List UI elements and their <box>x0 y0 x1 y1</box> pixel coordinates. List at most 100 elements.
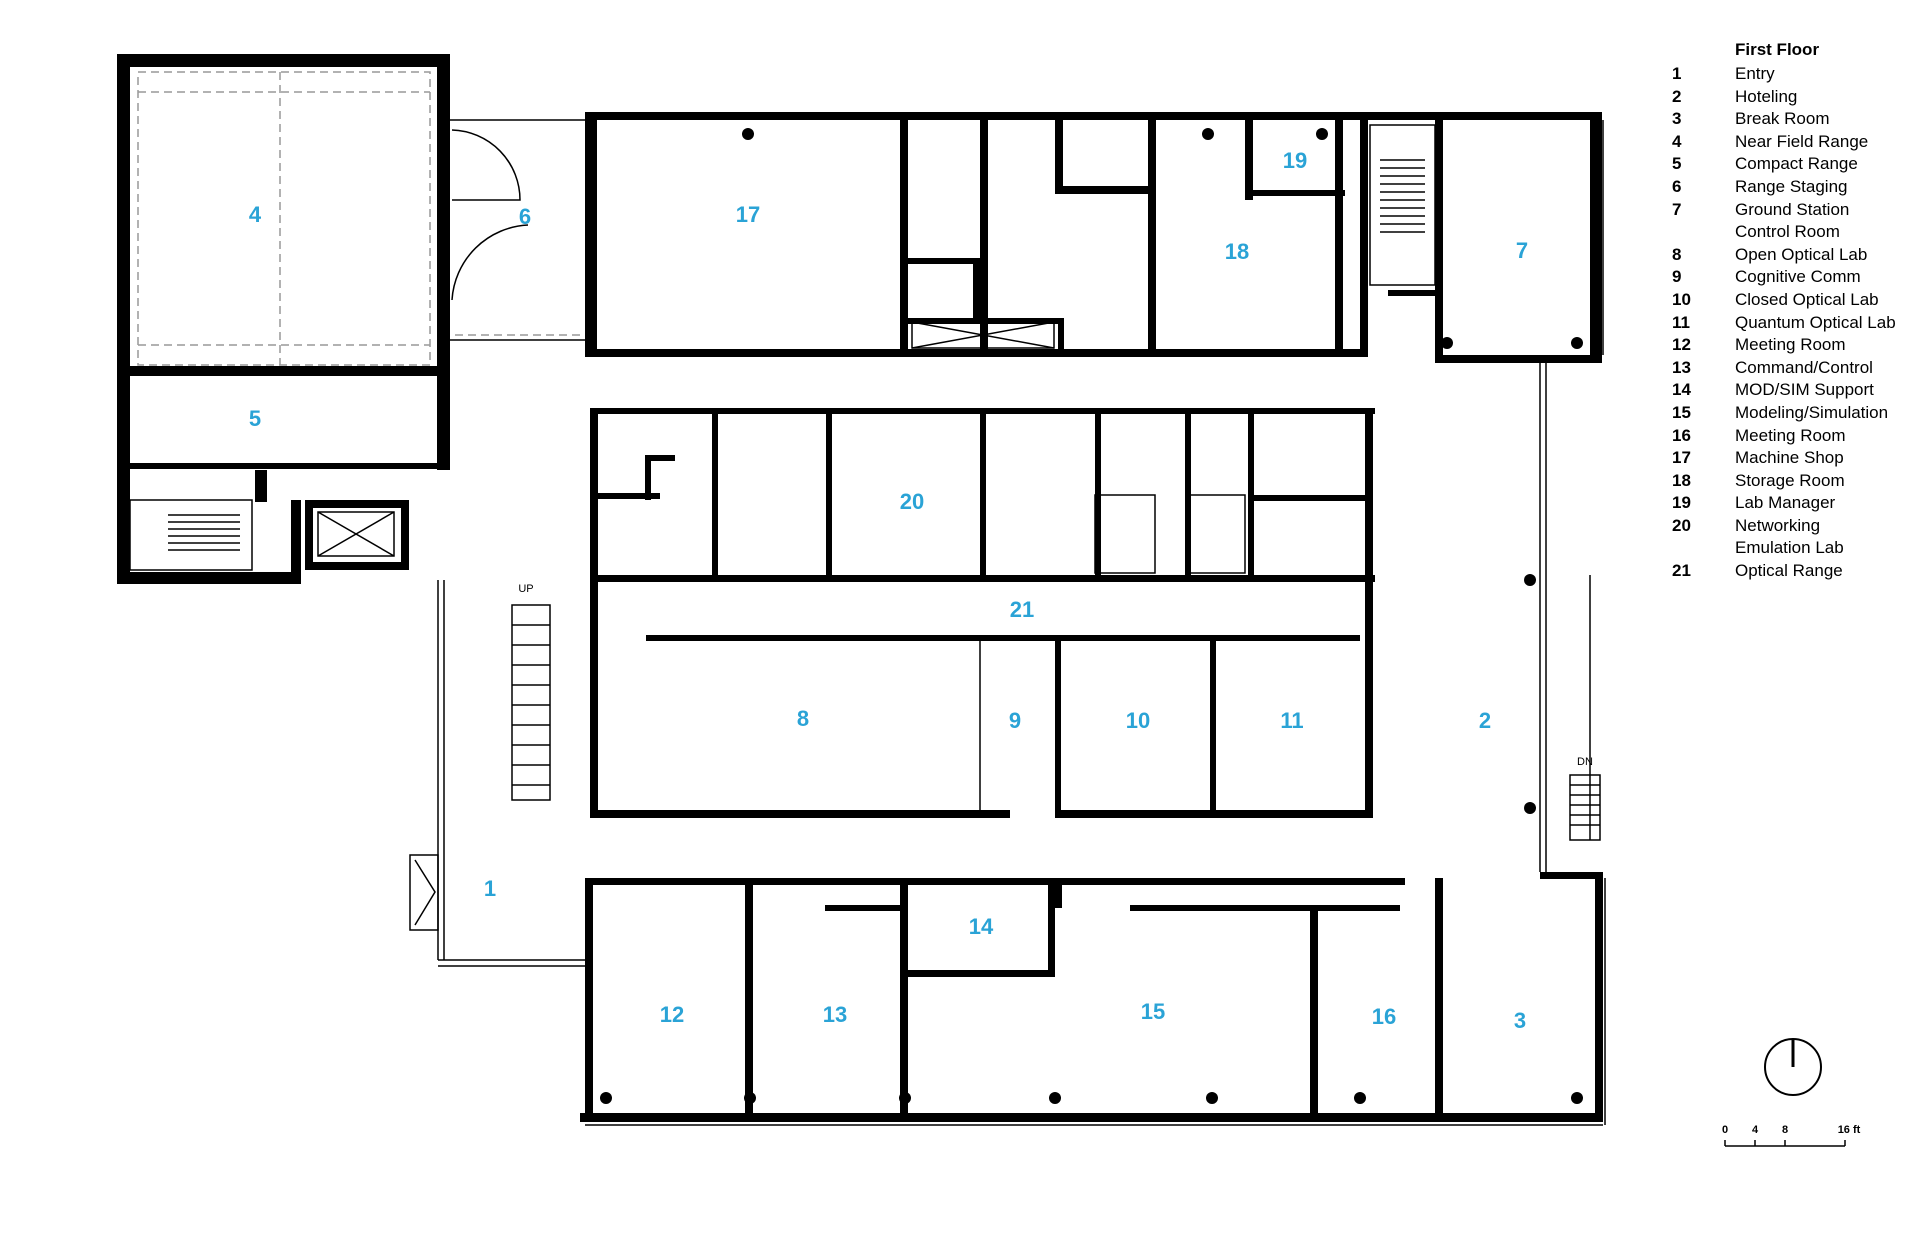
legend-item-name: Machine Shop <box>1735 448 1844 468</box>
legend-item-number: 5 <box>1672 154 1682 174</box>
columns <box>600 128 1583 1104</box>
legend-item-number: 2 <box>1672 86 1682 106</box>
room-18-label: 18 <box>1225 239 1249 264</box>
room-10-label: 10 <box>1126 708 1150 733</box>
room-2-label: 2 <box>1479 708 1491 733</box>
room-3-label: 3 <box>1514 1008 1526 1033</box>
room-11-label: 11 <box>1280 708 1303 733</box>
room-19-label: 19 <box>1283 148 1307 173</box>
room-12-label: 12 <box>660 1002 684 1027</box>
legend-item-name: Hoteling <box>1735 86 1798 106</box>
range-building <box>117 54 450 584</box>
legend-item: 1 Entry <box>1672 63 1912 86</box>
legend-item-name: Closed Optical Lab <box>1735 289 1879 309</box>
legend-item-name: Range Staging <box>1735 176 1848 196</box>
legend-item: 18 Storage Room <box>1672 470 1912 493</box>
legend-item-number: 13 <box>1672 357 1691 377</box>
legend-item-number <box>1672 537 1735 560</box>
room-13-label: 13 <box>823 1002 847 1027</box>
stair-up: UP <box>511 583 551 801</box>
room-17-label: 17 <box>736 202 760 227</box>
legend-item: 11 Quantum Optical Lab <box>1672 312 1912 335</box>
stair-up-label: UP <box>518 583 533 595</box>
legend-item-number: 6 <box>1672 176 1682 196</box>
legend-item-name: MOD/SIM Support <box>1735 380 1874 400</box>
legend-item-name: Cognitive Comm <box>1735 267 1861 287</box>
legend-item: 7 Ground Station <box>1672 199 1912 222</box>
room-16-label: 16 <box>1372 1004 1396 1029</box>
legend-item-number: 4 <box>1672 131 1682 151</box>
legend-item-number: 21 <box>1672 561 1691 581</box>
legend-item-name: Ground Station <box>1735 199 1850 219</box>
legend-item-number: 17 <box>1672 448 1691 468</box>
legend-item: 14 MOD/SIM Support <box>1672 379 1912 402</box>
legend-item-name: Lab Manager <box>1735 493 1836 513</box>
legend-item-name: Compact Range <box>1735 154 1858 174</box>
legend-item-number: 11 <box>1672 312 1690 332</box>
south-block-walls <box>580 872 1603 1122</box>
legend-item-name: Optical Range <box>1735 561 1843 581</box>
legend-item: Control Room <box>1672 221 1912 244</box>
legend-item: 8 Open Optical Lab <box>1672 244 1912 267</box>
legend-item: 5 Compact Range <box>1672 153 1912 176</box>
stair-down: DN <box>1569 756 1601 841</box>
legend-item: 9 Cognitive Comm <box>1672 266 1912 289</box>
legend-item: 21 Optical Range <box>1672 560 1912 583</box>
scale-tick-16: 16 ft <box>1838 1124 1861 1136</box>
room-15-label: 15 <box>1141 999 1165 1024</box>
legend-item-name: Networking <box>1735 515 1821 535</box>
room-1-label: 1 <box>484 876 496 901</box>
scale-tick-0: 0 <box>1722 1124 1728 1136</box>
room-20-label: 20 <box>900 489 924 514</box>
legend-item: 15 Modeling/Simulation <box>1672 402 1912 425</box>
legend-item-name: Near Field Range <box>1735 131 1869 151</box>
legend-item-name: Control Room <box>1735 222 1840 242</box>
legend-title: First Floor <box>1735 40 1820 59</box>
room-21-label: 21 <box>1010 597 1034 622</box>
legend-item-number: 20 <box>1672 515 1691 535</box>
scale-tick-4: 4 <box>1752 1124 1759 1136</box>
legend-item-number: 18 <box>1672 470 1691 490</box>
legend-item-name: Storage Room <box>1735 470 1845 490</box>
legend-item: 6 Range Staging <box>1672 176 1912 199</box>
stair-treads-east <box>1380 159 1425 233</box>
legend-item-number: 19 <box>1672 493 1691 513</box>
legend-item-number: 16 <box>1672 425 1691 445</box>
legend-item-number <box>1672 221 1735 244</box>
curtain-wall-glazing <box>585 120 1606 1126</box>
room-7-label: 7 <box>1516 238 1528 263</box>
room-labels: 4 5 6 17 18 19 7 20 21 8 9 10 11 2 1 14 … <box>249 148 1528 1033</box>
legend-item-number: 12 <box>1672 335 1691 355</box>
legend-item-number: 7 <box>1672 199 1682 219</box>
legend-item-name: Modeling/Simulation <box>1735 402 1889 422</box>
scale-tick-8: 8 <box>1782 1124 1788 1136</box>
legend-item: 13 Command/Control <box>1672 357 1912 380</box>
legend-item-name: Emulation Lab <box>1735 538 1844 558</box>
legend-item-number: 8 <box>1672 244 1682 264</box>
legend-item-name: Open Optical Lab <box>1735 244 1868 264</box>
legend-item-name: Command/Control <box>1735 357 1873 377</box>
legend-item-name: Meeting Room <box>1735 425 1846 445</box>
legend-item: 4 Near Field Range <box>1672 131 1912 154</box>
legend-item-number: 9 <box>1672 267 1682 287</box>
legend-item: 16 Meeting Room <box>1672 425 1912 448</box>
room-5-label: 5 <box>249 406 261 431</box>
legend-item-name: Entry <box>1735 64 1775 83</box>
legend-item-name: Quantum Optical Lab <box>1735 312 1896 332</box>
legend-item-number: 1 <box>1672 64 1682 83</box>
legend-item: Emulation Lab <box>1672 537 1912 560</box>
legend-item-number: 10 <box>1672 289 1691 309</box>
legend-item-number: 14 <box>1672 380 1691 400</box>
north-arrow-icon <box>1764 1038 1822 1096</box>
stair-treads-west <box>168 514 240 551</box>
room-14-label: 14 <box>969 914 994 939</box>
legend-item-number: 15 <box>1672 402 1691 422</box>
legend-item-name: Break Room <box>1735 109 1830 129</box>
room-4-label: 4 <box>249 202 262 227</box>
range-staging-area <box>450 119 590 341</box>
